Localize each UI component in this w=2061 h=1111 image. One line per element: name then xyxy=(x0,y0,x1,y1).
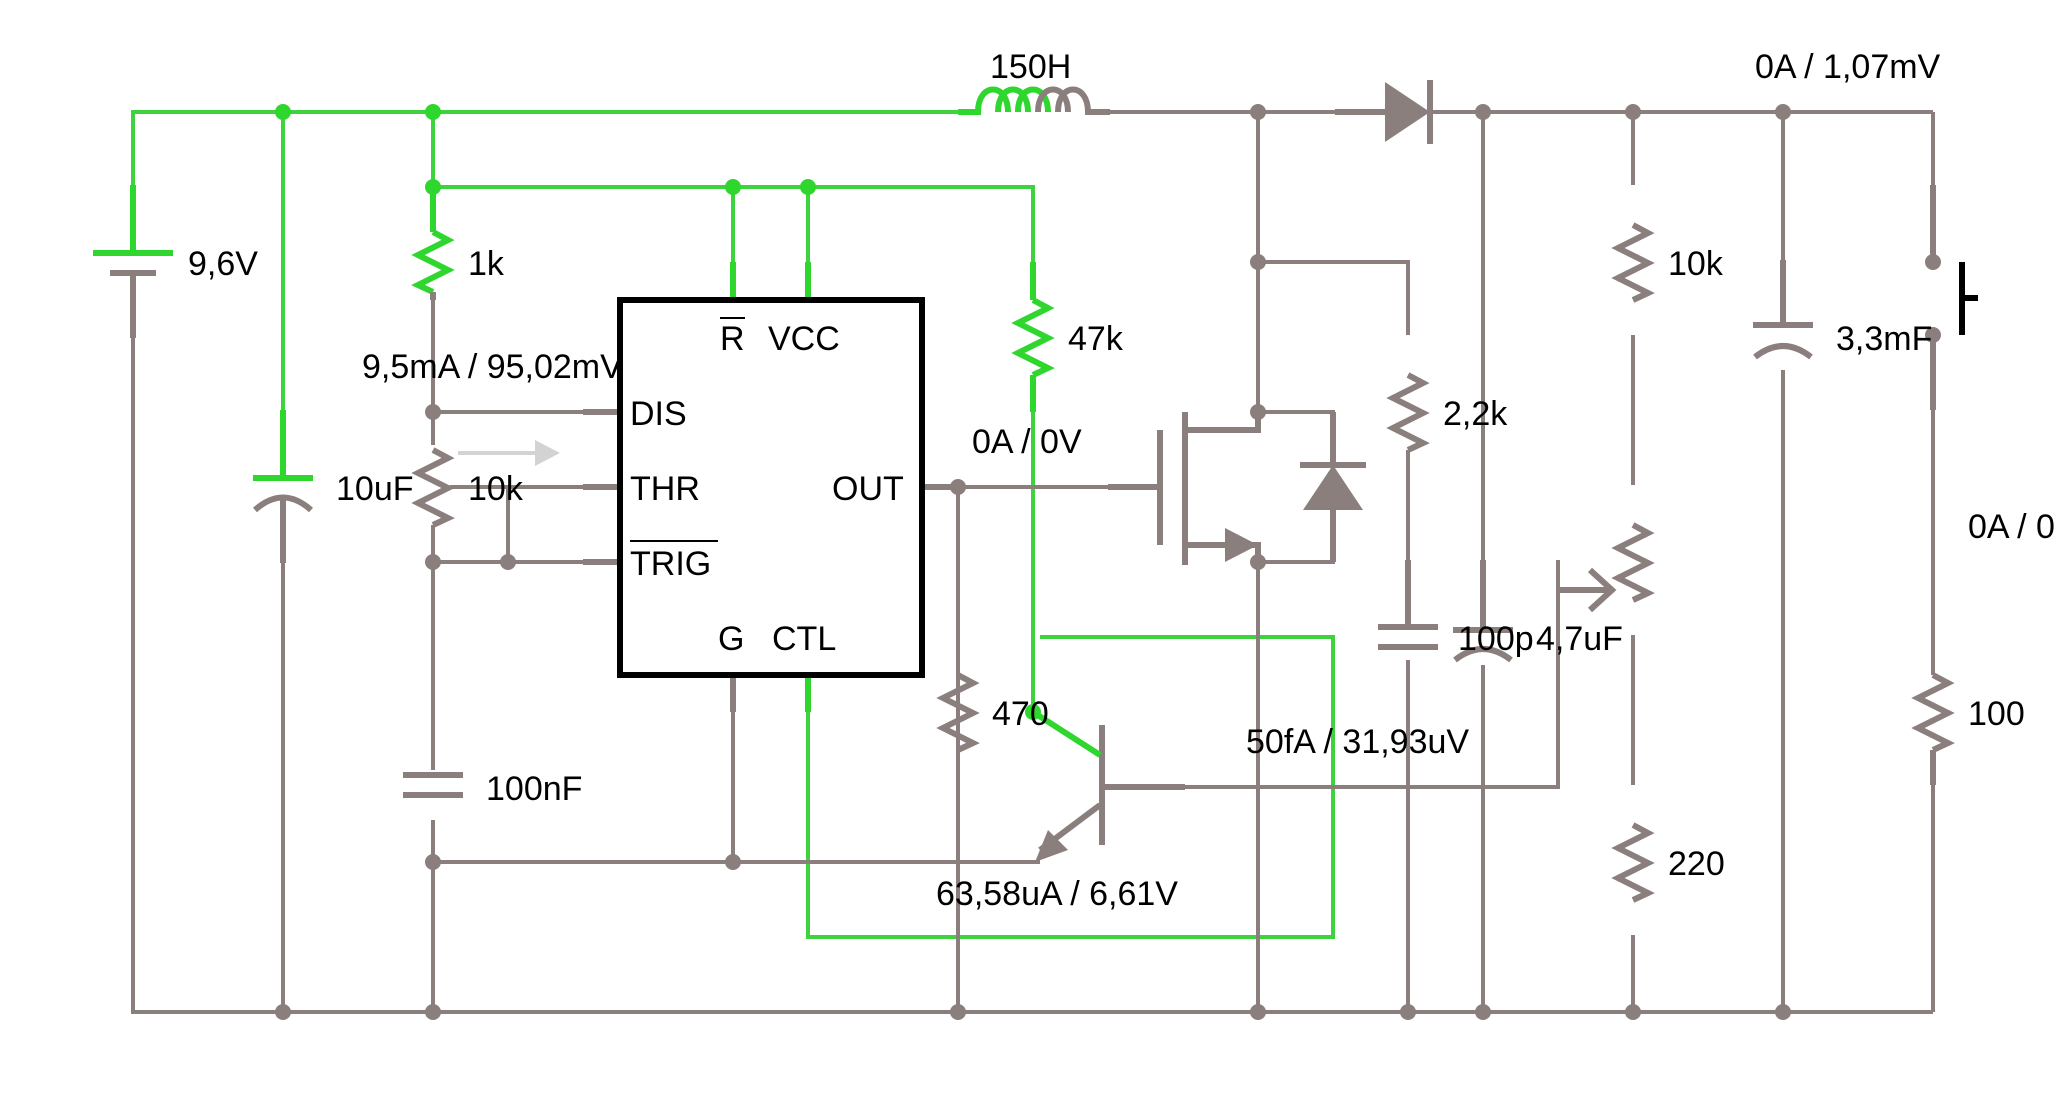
capacitor-10uf[interactable] xyxy=(253,410,313,563)
resistor-2k2[interactable] xyxy=(1386,372,1430,453)
resistor-1k[interactable] xyxy=(411,185,455,300)
potentiometer-right[interactable] xyxy=(1558,522,1655,613)
mosfet[interactable] xyxy=(1108,412,1261,565)
wire-collector[interactable] xyxy=(1110,560,1560,789)
pin-dis-label: DIS xyxy=(630,395,687,433)
readout-transistor: 63,58uA / 6,61V xyxy=(936,875,1178,913)
capacitor-100nf[interactable] xyxy=(403,772,463,798)
npn-transistor[interactable] xyxy=(1031,709,1185,862)
component-labels: 9,6V 150H 10uF 1k 47k 10k 100nF 470 2,2k… xyxy=(188,48,2025,883)
capacitor-4u7[interactable] xyxy=(1453,560,1513,663)
cap4u7-label: 4,7uF xyxy=(1536,620,1623,658)
capacitor-100p[interactable] xyxy=(1378,560,1438,650)
push-switch[interactable] xyxy=(1925,185,1978,410)
readout-out: 0A / 0V xyxy=(972,423,1082,461)
resistor-470[interactable] xyxy=(936,672,980,753)
active-wires xyxy=(131,110,1335,939)
potentiometer-10k[interactable] xyxy=(411,440,560,528)
pin-thr-label: THR xyxy=(630,470,700,508)
r1k-label: 1k xyxy=(468,245,505,283)
diode-top[interactable] xyxy=(1335,80,1433,144)
capacitor-3m3[interactable] xyxy=(1753,260,1813,360)
resistor-100[interactable] xyxy=(1911,672,1955,785)
readout-r1k: 9,5mA / 95,02mV xyxy=(362,348,623,386)
resistor-10k-right[interactable] xyxy=(1611,222,1655,303)
wire-diode-bottom[interactable] xyxy=(1258,512,1335,564)
r47k-label: 47k xyxy=(1068,320,1124,358)
pot-label: 10k xyxy=(468,470,524,508)
cap100p-label: 100p xyxy=(1458,620,1534,658)
cap-timing-label: 100nF xyxy=(486,770,582,808)
readout-cap-small: 50fA / 31,93uV xyxy=(1246,723,1469,761)
pin-trig-label: TRIG xyxy=(630,545,711,583)
body-diode[interactable] xyxy=(1300,412,1366,562)
readout-right-edge: 0A / 0 xyxy=(1968,508,2055,546)
readout-top-right: 0A / 1,07mV xyxy=(1755,48,1941,86)
inductor-150h[interactable] xyxy=(958,86,1110,115)
wire-ground-bus[interactable] xyxy=(131,335,1933,1014)
pin-g-label: G xyxy=(718,620,744,658)
wire-ctl-loop[interactable] xyxy=(806,635,1335,939)
pin-vcc-label: VCC xyxy=(768,320,840,358)
wire-vcc-bus[interactable] xyxy=(433,185,1035,298)
wire-top-left[interactable] xyxy=(131,110,965,255)
r100-label: 100 xyxy=(1968,695,2025,733)
chip-body[interactable] xyxy=(617,297,925,678)
wire-r2k2-top[interactable] xyxy=(1258,260,1410,335)
cap-supply-label: 10uF xyxy=(336,470,414,508)
battery[interactable] xyxy=(93,185,173,338)
pin-ctl-label: CTL xyxy=(772,620,836,658)
cap3m3-label: 3,3mF xyxy=(1836,320,1932,358)
r10k-right-label: 10k xyxy=(1668,245,1724,283)
battery-label: 9,6V xyxy=(188,245,258,283)
timer-chip[interactable]: R VCC DIS THR TRIG OUT G CTL xyxy=(583,262,958,712)
pin-out-label: OUT xyxy=(832,470,904,508)
r2k2-label: 2,2k xyxy=(1443,395,1508,433)
resistor-47k[interactable] xyxy=(1011,262,1055,412)
readouts: 9,5mA / 95,02mV 0A / 0V 63,58uA / 6,61V … xyxy=(362,48,2055,913)
resistor-220[interactable] xyxy=(1611,822,1655,903)
junctions xyxy=(275,104,1791,1020)
r470-label: 470 xyxy=(992,695,1049,733)
wire-diode-top[interactable] xyxy=(1258,410,1335,437)
pin-r-label: R xyxy=(720,320,745,358)
r220-label: 220 xyxy=(1668,845,1725,883)
inductor-label: 150H xyxy=(990,48,1071,86)
